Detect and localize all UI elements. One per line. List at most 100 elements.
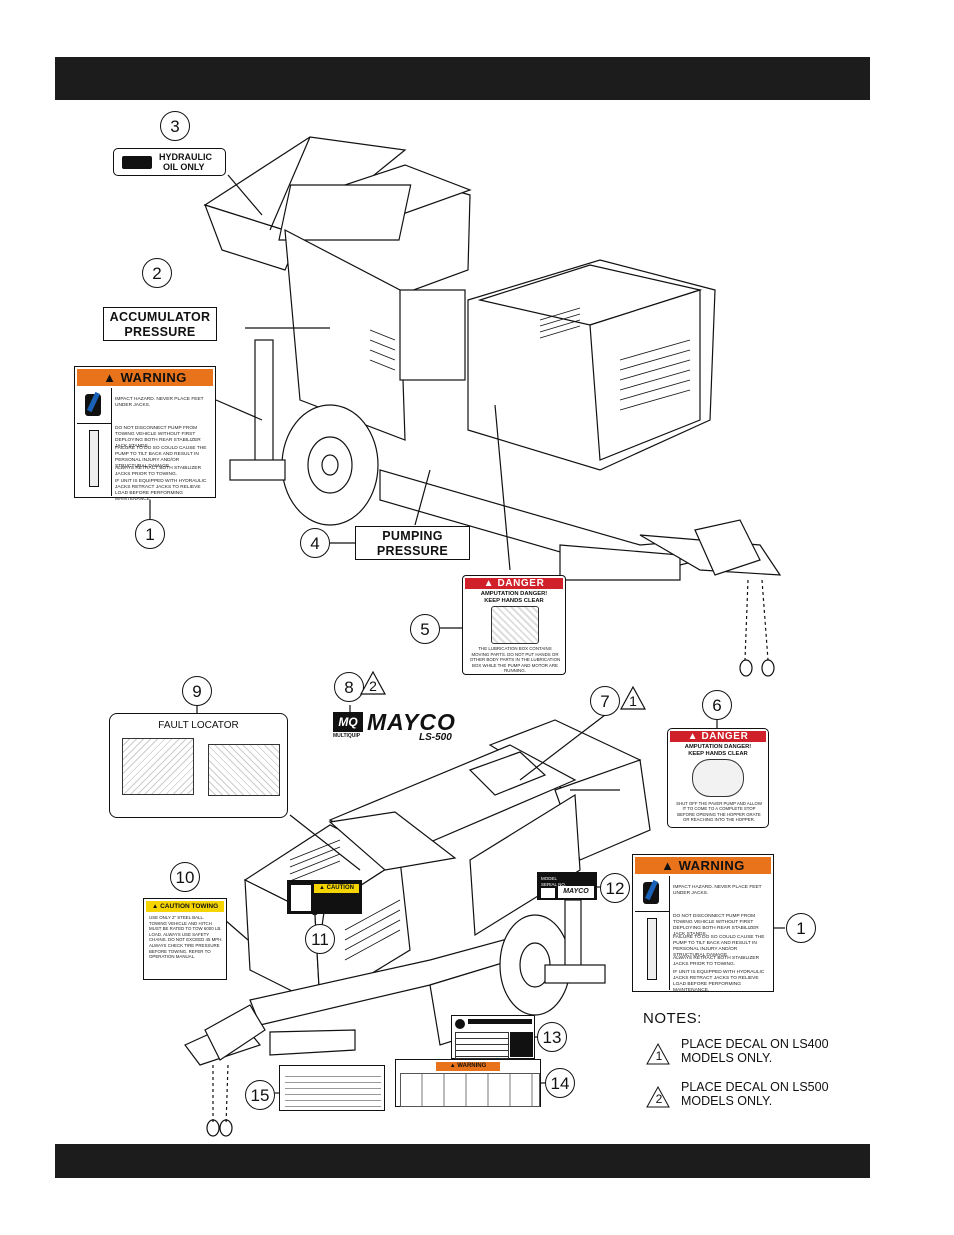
note-2-triangle: 2 bbox=[646, 1085, 672, 1110]
accumulator-line: ACCUMULATOR bbox=[109, 310, 211, 324]
triangle-note-1: 1 bbox=[619, 685, 647, 710]
serial-plate-decal: MODEL SERIAL NO. MAYCO bbox=[537, 872, 597, 900]
danger-text-6: DANGER bbox=[701, 731, 749, 742]
note-1-line-1: PLACE DECAL ON LS400 bbox=[681, 1037, 829, 1051]
warning-bottom-row-1: IMPACT HAZARD. NEVER PLACE FEET UNDER JA… bbox=[673, 885, 762, 896]
callout-10: 10 bbox=[170, 862, 200, 892]
pressure-line-2: PRESSURE bbox=[376, 544, 449, 558]
caution-towing-header: ▲ CAUTION TOWING bbox=[146, 901, 224, 912]
warning-decal-bottom: ▲ WARNING IMPACT HAZARD. NEVER PLACE FEE… bbox=[632, 854, 774, 993]
callout-13: 13 bbox=[537, 1022, 567, 1052]
hand-amputation-icon bbox=[491, 606, 539, 644]
warning-row-1: IMPACT HAZARD. NEVER PLACE FEET UNDER JA… bbox=[115, 397, 204, 408]
caution-towing-title: CAUTION TOWING bbox=[160, 903, 219, 910]
callout-2: 2 bbox=[142, 258, 172, 288]
caution-figure-icon bbox=[291, 885, 311, 911]
warning-bottom-row-2: DO NOT DISCONNECT PUMP FROM TOWING VEHIC… bbox=[673, 914, 759, 937]
caution-towing-decal: ▲ CAUTION TOWING USE ONLY 2" STEEL BALL.… bbox=[143, 898, 227, 980]
warning14-text: WARNING bbox=[457, 1063, 487, 1069]
warning-bottom-row-3: FAILURE TO DO SO COULD CAUSE THE PUMP TO… bbox=[673, 935, 765, 958]
triangle-note-2: 2 bbox=[359, 670, 387, 695]
accumulator-pressure-label: ACCUMULATOR PRESSURE bbox=[103, 307, 217, 341]
pumping-pressure-label: PUMPING PRESSURE bbox=[355, 526, 470, 560]
warning-text: WARNING bbox=[120, 370, 187, 385]
warning-header-bottom: ▲ WARNING bbox=[635, 857, 771, 874]
decal-13-icon bbox=[455, 1019, 465, 1029]
callout-4: 4 bbox=[300, 528, 330, 558]
pressure-line: PRESSURE bbox=[124, 325, 196, 339]
footer-bar bbox=[55, 1144, 870, 1178]
note-1-triangle: 1 bbox=[646, 1042, 672, 1067]
warning-decal-top: ▲ WARNING IMPACT HAZARD. NEVER PLACE FEE… bbox=[74, 366, 216, 502]
caution-text-11: CAUTION bbox=[326, 885, 354, 891]
callout-12: 12 bbox=[600, 873, 630, 903]
warning-row-2: DO NOT DISCONNECT PUMP FROM TOWING VEHIC… bbox=[115, 426, 201, 449]
serial-label: SERIAL NO. bbox=[541, 881, 567, 887]
mq-logo-icon: MQ bbox=[333, 712, 363, 732]
triangle-note-1-label: 1 bbox=[629, 693, 637, 709]
callout-11: 11 bbox=[305, 924, 335, 954]
warning-decal-14: ▲ WARNING bbox=[395, 1059, 541, 1107]
warning-row-4: ALWAYS RETRACT BOTH STABILIZER JACKS PRI… bbox=[115, 466, 202, 477]
caution-towing-text: USE ONLY 2" STEEL BALL. TOWING VEHICLE A… bbox=[149, 915, 223, 960]
fault-locator-decal: FAULT LOCATOR bbox=[109, 713, 288, 818]
oil-only-line: OIL ONLY bbox=[163, 162, 205, 172]
note-2-mark: 2 bbox=[655, 1092, 663, 1106]
danger6-title-2: KEEP HANDS CLEAR bbox=[688, 751, 748, 757]
danger6-title-1: AMPUTATION DANGER! bbox=[684, 744, 752, 750]
oil-can-icon bbox=[122, 156, 152, 169]
callout-7: 7 bbox=[590, 686, 620, 716]
danger5-title-1: AMPUTATION DANGER! bbox=[480, 591, 548, 597]
note-item-1: 1 PLACE DECAL ON LS400 MODELS ONLY. bbox=[643, 1037, 863, 1069]
callout-8: 8 bbox=[334, 672, 364, 702]
danger-header-6: ▲ DANGER bbox=[670, 731, 766, 742]
warning14-header: ▲ WARNING bbox=[436, 1062, 500, 1071]
danger-header-5: ▲ DANGER bbox=[465, 578, 563, 589]
danger-decal-6: ▲ DANGER AMPUTATION DANGER! KEEP HANDS C… bbox=[667, 728, 769, 828]
hydraulic-line: HYDRAULIC bbox=[159, 152, 212, 162]
warning14-pictograms bbox=[400, 1073, 540, 1107]
callout-6: 6 bbox=[702, 690, 732, 720]
model-ls500-text: LS-500 bbox=[419, 732, 452, 743]
warning-bottom-row-4: ALWAYS RETRACT BOTH STABILIZER JACKS PRI… bbox=[673, 956, 760, 967]
caution-header-11: ▲ CAUTION bbox=[314, 884, 359, 893]
fault-locator-title: FAULT LOCATOR bbox=[158, 720, 239, 731]
danger5-text: THE LUBRICATION BOX CONTAINS MOVING PART… bbox=[469, 646, 561, 673]
hopper-hand-icon bbox=[692, 759, 744, 797]
callout-1-bottom: 1 bbox=[786, 913, 816, 943]
note-2-line-2: MODELS ONLY. bbox=[681, 1094, 773, 1108]
warning-header-top: ▲ WARNING bbox=[77, 369, 213, 386]
notes-section: NOTES: 1 PLACE DECAL ON LS400 MODELS ONL… bbox=[643, 1010, 863, 1112]
mayco-brand-text: MAYCO bbox=[367, 709, 456, 735]
notes-title: NOTES: bbox=[643, 1010, 702, 1027]
hydraulic-oil-decal: HYDRAULIC OIL ONLY bbox=[113, 148, 226, 176]
warning-text-bottom: WARNING bbox=[678, 858, 745, 873]
callout-14: 14 bbox=[545, 1068, 575, 1098]
warning-row-3: FAILURE TO DO SO COULD CAUSE THE PUMP TO… bbox=[115, 446, 207, 469]
warning-row-5: IF UNIT IS EQUIPPED WITH HYDRAULIC JACKS… bbox=[115, 479, 207, 502]
note-item-2: 2 PLACE DECAL ON LS500 MODELS ONLY. bbox=[643, 1080, 863, 1112]
header-bar bbox=[55, 57, 870, 100]
note-2-line-1: PLACE DECAL ON LS500 bbox=[681, 1080, 829, 1094]
callout-3: 3 bbox=[160, 111, 190, 141]
mayco-logo-decal: MQ MULTIQUIP MAYCO LS-500 bbox=[333, 709, 473, 744]
danger-decal-5: ▲ DANGER AMPUTATION DANGER! KEEP HANDS C… bbox=[462, 575, 566, 675]
caution-decal-11: ▲ CAUTION bbox=[287, 880, 362, 914]
serial-plate-mq-icon bbox=[541, 888, 555, 898]
warning-triangle-icon: ▲ bbox=[103, 370, 121, 385]
decal-15-plate bbox=[279, 1065, 385, 1111]
callout-15: 15 bbox=[245, 1080, 275, 1110]
triangle-note-2-label: 2 bbox=[369, 678, 377, 694]
danger5-title-2: KEEP HANDS CLEAR bbox=[484, 598, 544, 604]
model-label: MODEL bbox=[541, 876, 558, 881]
decal-13-chart bbox=[451, 1015, 535, 1059]
jack-stand-icon-bottom bbox=[647, 918, 657, 980]
callout-9: 9 bbox=[182, 676, 212, 706]
fault-locator-machine-right-icon bbox=[208, 744, 280, 796]
callout-5: 5 bbox=[410, 614, 440, 644]
note-1-mark: 1 bbox=[655, 1049, 663, 1063]
callout-1-top: 1 bbox=[135, 519, 165, 549]
multiquip-text: MULTIQUIP bbox=[333, 733, 361, 739]
